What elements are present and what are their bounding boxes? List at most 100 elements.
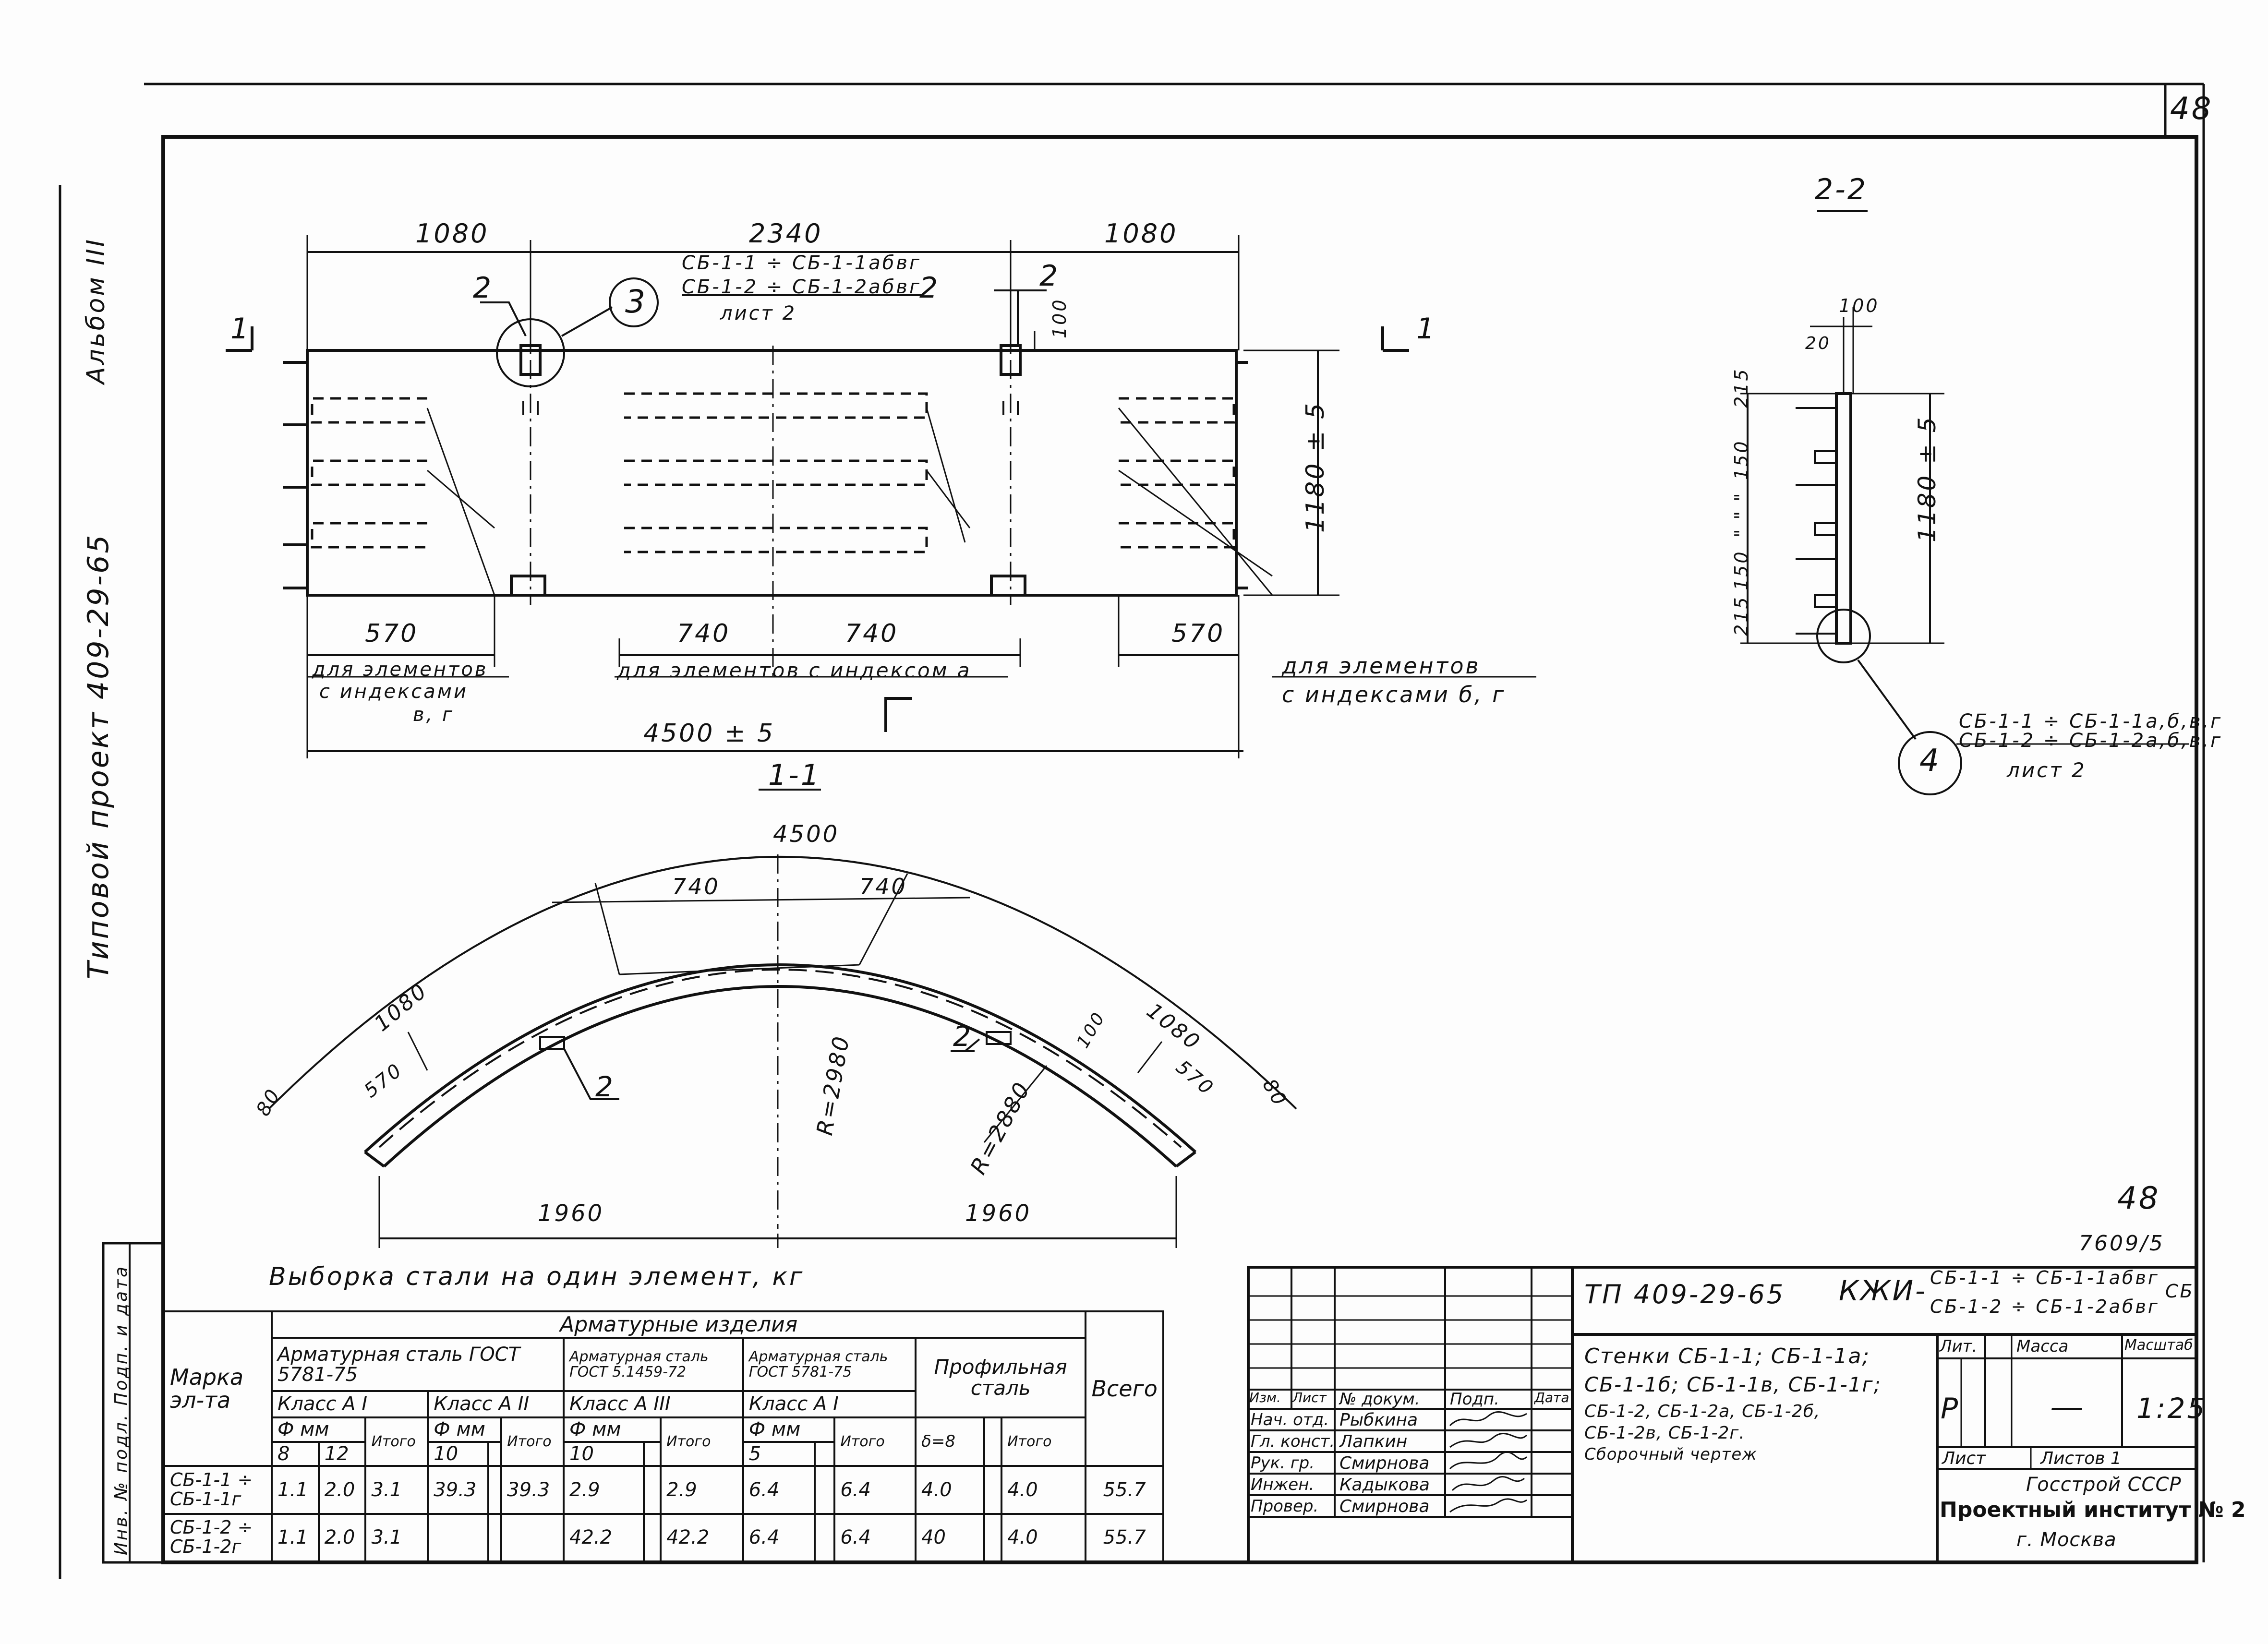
phi-2: Ф мм bbox=[427, 1416, 503, 1443]
section-title-2-2: 2-2 bbox=[1815, 173, 1868, 206]
delta-8: δ=8 bbox=[915, 1416, 985, 1467]
cell: 6.4 bbox=[833, 1465, 917, 1515]
table-row: СБ-1-2 ÷СБ-1-2г 1.1 2.0 3.1 42.2 42.2 6.… bbox=[163, 1512, 1164, 1563]
arc-cut-mark-2-left: 2 bbox=[595, 1070, 615, 1103]
arc-dim-1960-right: 1960 bbox=[965, 1200, 1032, 1227]
cell: 2.0 bbox=[317, 1512, 367, 1563]
cell-total: 55.7 bbox=[1085, 1512, 1164, 1563]
cell: 4.0 bbox=[1001, 1512, 1087, 1563]
cell: 3.1 bbox=[364, 1465, 429, 1515]
d-12: 12 bbox=[317, 1440, 367, 1467]
tb-masshtab: 1:25 bbox=[2136, 1392, 2207, 1425]
tb-org-3: г. Москва bbox=[2016, 1529, 2117, 1551]
tb-marks-suffix: СБ bbox=[2165, 1281, 2195, 1302]
arc-dim-1960-left: 1960 bbox=[538, 1200, 604, 1227]
cell bbox=[427, 1512, 490, 1563]
phi-3: Ф мм bbox=[563, 1416, 662, 1443]
dim-570-right: 570 bbox=[1171, 619, 1225, 648]
cell: 6.4 bbox=[742, 1465, 816, 1515]
sheet-number-bottom: 48 bbox=[2117, 1181, 2160, 1216]
tb-lit: Р bbox=[1941, 1392, 1960, 1426]
cell: 6.4 bbox=[833, 1512, 917, 1563]
h-profile: Профильная сталь bbox=[915, 1337, 1087, 1418]
tb-role-1: Нач. отд. bbox=[1251, 1410, 1329, 1429]
d-10b: 10 bbox=[563, 1440, 645, 1467]
cell: 39.3 bbox=[500, 1465, 565, 1515]
tb-h-list: Лист bbox=[1292, 1390, 1327, 1405]
cl-a3: Класс А III bbox=[563, 1390, 744, 1418]
tb-name-line4: СБ-1-2в, СБ-1-2г. bbox=[1584, 1423, 1745, 1443]
cut-mark-2-left: 2 bbox=[473, 271, 494, 305]
steel-table: Марка эл-та Арматурные изделия Всего Арм… bbox=[163, 1310, 1164, 1563]
tb-sheet-label: Лист bbox=[1942, 1449, 1986, 1468]
h-a1: Арматурная сталь ГОСТ 5781-75 bbox=[270, 1337, 565, 1392]
row-mark: СБ-1-2 ÷СБ-1-2г bbox=[163, 1512, 273, 1563]
cell: 1.1 bbox=[271, 1512, 320, 1563]
cell bbox=[642, 1512, 662, 1563]
sheet-number-top: 48 bbox=[2170, 91, 2213, 127]
cell: 42.2 bbox=[660, 1512, 744, 1563]
tb-name-line5: Сборочный чертеж bbox=[1584, 1445, 1757, 1464]
cell: 1.1 bbox=[271, 1465, 320, 1515]
cell: 4.0 bbox=[1001, 1465, 1087, 1515]
note-left-2: с индексами bbox=[319, 681, 468, 703]
callout-4-number: 4 bbox=[1919, 743, 1941, 779]
note-left-3: в, г bbox=[413, 704, 455, 726]
arc-cut-mark-2-right: 2 bbox=[953, 1020, 973, 1053]
cell bbox=[487, 1512, 503, 1563]
cell: 6.4 bbox=[742, 1512, 816, 1563]
tb-h-massa: Масса bbox=[2016, 1337, 2069, 1356]
tb-role-2: Гл. конст. bbox=[1251, 1432, 1335, 1451]
row-mark: СБ-1-1 ÷СБ-1-1г bbox=[163, 1465, 273, 1515]
cut-mark-2-mid: 2 bbox=[919, 271, 940, 305]
dim-740-b: 740 bbox=[845, 619, 899, 648]
tb-name-2: Лапкин bbox=[1339, 1432, 1408, 1452]
cell: 42.2 bbox=[563, 1512, 645, 1563]
cell: 2.9 bbox=[660, 1465, 744, 1515]
profile-empty bbox=[983, 1416, 1003, 1467]
signatures bbox=[1449, 1411, 1528, 1513]
table-row: СБ-1-1 ÷СБ-1-1г 1.1 2.0 3.1 39.3 39.3 2.… bbox=[163, 1465, 1164, 1515]
cell bbox=[487, 1465, 503, 1515]
tb-kzhi: КЖИ- bbox=[1839, 1274, 1927, 1307]
signature-4 bbox=[1451, 1476, 1525, 1491]
note-right-2: с индексами б, г bbox=[1282, 682, 1506, 708]
cell bbox=[642, 1465, 662, 1515]
callout-4-line3: лист 2 bbox=[2007, 758, 2087, 782]
cell: 3.1 bbox=[364, 1512, 429, 1563]
callout-4-line1: СБ-1-1 ÷ СБ-1-1а,б,в,г bbox=[1959, 710, 2223, 732]
tb-h-doc: № докум. bbox=[1339, 1390, 1420, 1409]
dim-2340: 2340 bbox=[749, 218, 823, 249]
cell bbox=[814, 1465, 836, 1515]
section-title-1-1: 1-1 bbox=[768, 758, 821, 792]
tb-name-1: Рыбкина bbox=[1339, 1410, 1418, 1430]
tb-massa: — bbox=[2050, 1387, 2086, 1427]
callout-3-line1: СБ-1-1 ÷ СБ-1-1абвг bbox=[682, 252, 921, 274]
cell: 39.3 bbox=[427, 1465, 490, 1515]
cell bbox=[500, 1512, 565, 1563]
note-left-1: для элементов bbox=[312, 659, 488, 681]
cut-mark-1-right: 1 bbox=[1416, 312, 1437, 346]
d-empty-b bbox=[642, 1440, 662, 1467]
d-5: 5 bbox=[742, 1440, 816, 1467]
tb-name-line1: Стенки СБ-1-1; СБ-1-1а; bbox=[1584, 1344, 1870, 1368]
tb-h-podp: Подп. bbox=[1450, 1390, 1499, 1409]
arc-dim-740-b: 740 bbox=[859, 874, 907, 900]
tb-marks-1: СБ-1-1 ÷ СБ-1-1абвг bbox=[1930, 1267, 2159, 1288]
tb-sheets-label: Листов 1 bbox=[2040, 1449, 2122, 1468]
note-middle: для элементов с индексом а bbox=[617, 659, 972, 682]
callout-3-line2: СБ-1-2 ÷ СБ-1-2абвг bbox=[682, 276, 921, 298]
h-a2: Арматурная сталь ГОСТ 5.1459-72 bbox=[563, 1337, 744, 1392]
signature-3 bbox=[1449, 1451, 1528, 1470]
tb-h-lit: Лит. bbox=[1940, 1337, 1978, 1356]
arc-dim-4500: 4500 bbox=[773, 821, 840, 848]
cell bbox=[983, 1465, 1003, 1515]
callout-4-line2: СБ-1-2 ÷ СБ-1-2а,б,в,г bbox=[1959, 730, 2223, 752]
itogo-2: Итого bbox=[500, 1416, 565, 1467]
cell: 2.9 bbox=[563, 1465, 645, 1515]
group-header: Арматурные изделия bbox=[270, 1310, 1087, 1339]
cell: 2.0 bbox=[317, 1465, 367, 1515]
